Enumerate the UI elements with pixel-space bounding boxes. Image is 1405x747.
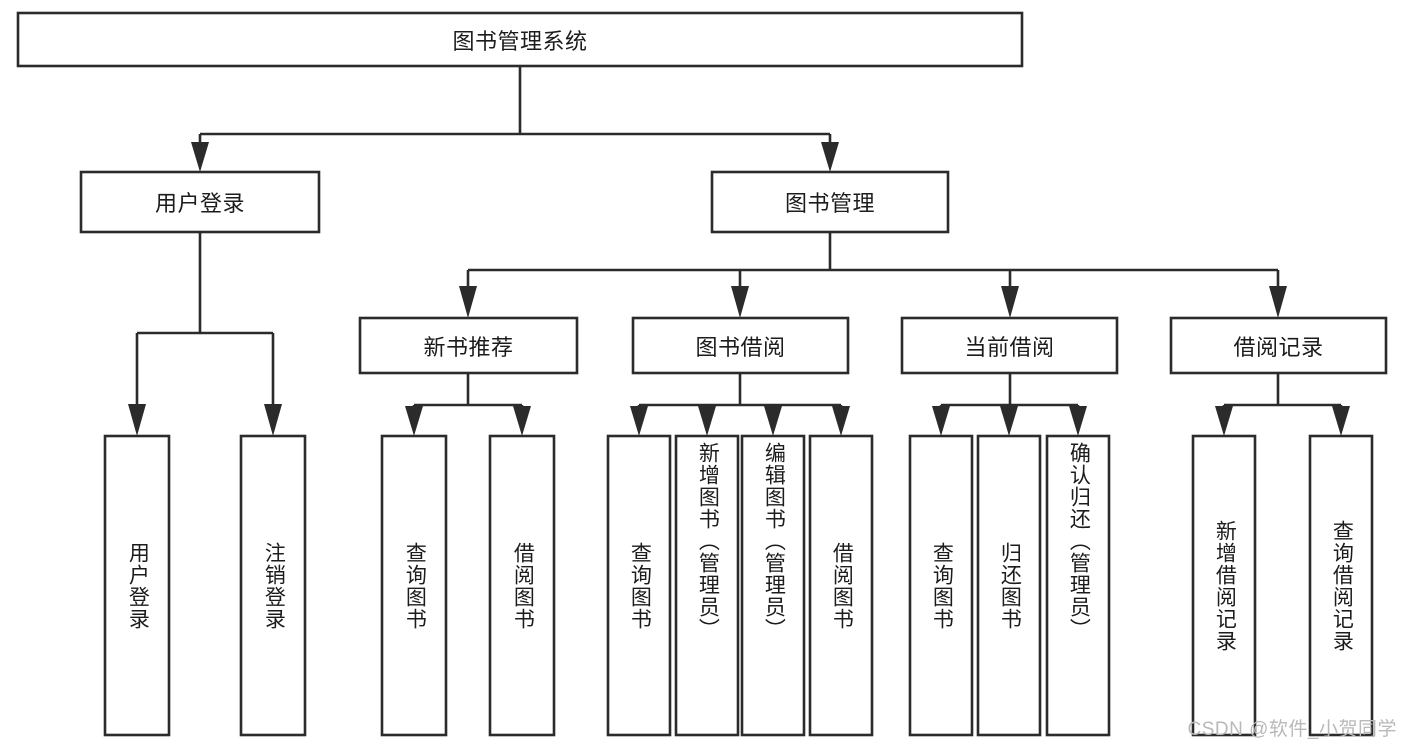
arrow-head-book-borrow (731, 286, 749, 318)
node-borrow-record[interactable] (1169, 316, 1388, 375)
arrow-head-leaf-return-book (1000, 406, 1018, 436)
node-leaf-query-book-2[interactable] (606, 434, 672, 737)
arrow-head-leaf-user-login (128, 404, 146, 436)
arrow-head-book-manage (821, 142, 839, 172)
node-root[interactable] (16, 11, 1024, 68)
arrow-head-leaf-add-record (1215, 406, 1233, 436)
arrow-head-leaf-borrow-book-1 (513, 406, 531, 436)
node-leaf-edit-book[interactable] (740, 434, 806, 737)
node-leaf-borrow-book-2[interactable] (808, 434, 874, 737)
node-leaf-borrow-book-1[interactable] (488, 434, 556, 737)
node-leaf-user-login[interactable] (103, 434, 171, 737)
arrow-head-leaf-query-book-2 (630, 406, 648, 436)
arrow-head-leaf-query-record (1332, 406, 1350, 436)
arrow-head-current-borrow (1001, 286, 1019, 318)
node-leaf-return-book[interactable] (976, 434, 1042, 737)
node-leaf-confirm-return[interactable] (1045, 434, 1111, 737)
arrow-head-new-book-rec (459, 286, 477, 318)
node-leaf-query-book-3[interactable] (908, 434, 974, 737)
arrow-head-user-login (191, 142, 209, 172)
arrow-head-leaf-query-book-1 (405, 406, 423, 436)
node-leaf-add-record[interactable] (1191, 434, 1257, 737)
node-book-manage[interactable] (710, 170, 950, 234)
node-leaf-query-book-1[interactable] (380, 434, 448, 737)
connector-layer (128, 66, 1350, 436)
node-leaf-query-record[interactable] (1308, 434, 1374, 737)
node-user-login[interactable] (79, 170, 321, 234)
arrow-head-leaf-borrow-book-2 (832, 406, 850, 436)
node-leaf-add-book[interactable] (674, 434, 740, 737)
arrow-head-leaf-query-book-3 (932, 406, 950, 436)
arrow-head-leaf-confirm-return (1069, 406, 1087, 436)
node-book-borrow[interactable] (631, 316, 850, 375)
arrow-head-leaf-add-book (698, 406, 716, 436)
node-leaf-logout[interactable] (239, 434, 307, 737)
arrow-head-borrow-record (1269, 286, 1287, 318)
arrow-head-leaf-edit-book (764, 406, 782, 436)
node-new-book-rec[interactable] (358, 316, 579, 375)
node-current-borrow[interactable] (900, 316, 1119, 375)
node-layer (16, 11, 1388, 737)
arrow-head-leaf-logout (264, 404, 282, 436)
